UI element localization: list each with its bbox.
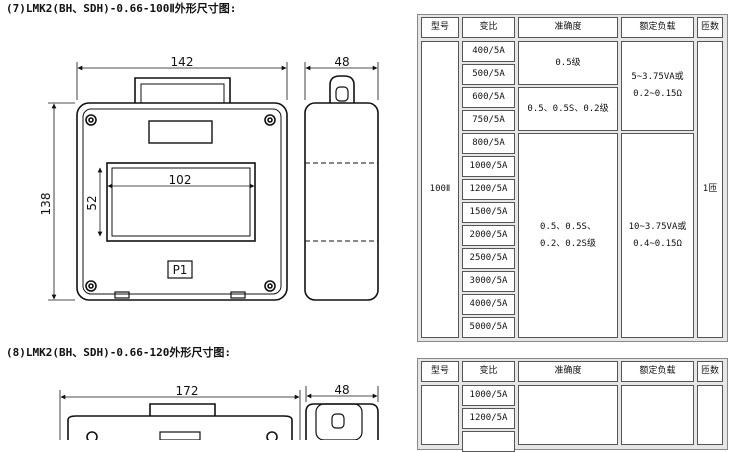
header-turns: 匝数 <box>697 17 723 38</box>
ratio-cell: 3000/5A <box>462 271 515 292</box>
load-cell: 5~3.75VA或 0.2~0.15Ω <box>621 41 694 131</box>
ratio-cell: 600/5A <box>462 87 515 108</box>
dim-width-label: 142 <box>171 55 194 69</box>
turns-cell <box>697 385 723 445</box>
header-load: 额定负载 <box>621 17 694 38</box>
model-cell <box>421 385 459 445</box>
model-cell: 100Ⅱ <box>421 41 459 338</box>
side-view-120 <box>305 403 379 440</box>
header-ratio: 变比 <box>462 17 515 38</box>
dim-width-label-8: 172 <box>176 384 199 398</box>
dim-side-label-8: 48 <box>334 383 349 397</box>
turns-cell: 1匝 <box>697 41 723 338</box>
section-8-heading: (8)LMK2(BH、SDH)-0.66-120外形尺寸图: <box>6 346 231 359</box>
ratio-cell: 800/5A <box>462 133 515 154</box>
header-model: 型号 <box>421 361 459 382</box>
ratio-cell: 1000/5A <box>462 385 515 406</box>
dim-window-height-label: 52 <box>85 195 99 210</box>
ratio-cell: 1000/5A <box>462 156 515 177</box>
accuracy-cell: 0.5、0.5S、0.2级 <box>518 87 618 131</box>
ratio-cell <box>462 431 515 452</box>
ratio-cell: 1200/5A <box>462 179 515 200</box>
header-accuracy: 准确度 <box>518 361 618 382</box>
load-cell <box>621 385 694 445</box>
ratio-cell: 4000/5A <box>462 294 515 315</box>
terminal-p1-label: P1 <box>173 263 188 277</box>
ratio-cell: 750/5A <box>462 110 515 131</box>
ratio-cell: 500/5A <box>462 64 515 85</box>
header-turns: 匝数 <box>697 361 723 382</box>
accuracy-cell: 0.5、0.5S、 0.2、0.2S级 <box>518 133 618 338</box>
header-model: 型号 <box>421 17 459 38</box>
ratio-cell: 1200/5A <box>462 408 515 429</box>
spec-table-120: 型号 变比 准确度 额定负载 匝数 1000/5A 1200/5A <box>417 358 728 452</box>
dim-side-label: 48 <box>334 55 349 69</box>
header-load: 额定负载 <box>621 361 694 382</box>
dim-window-width-label: 102 <box>169 173 192 187</box>
load-cell: 10~3.75VA或 0.4~0.15Ω <box>621 133 694 338</box>
header-ratio: 变比 <box>462 361 515 382</box>
dim-height-label: 138 <box>39 193 53 216</box>
ratio-cell: 1500/5A <box>462 202 515 223</box>
header-accuracy: 准确度 <box>518 17 618 38</box>
section-7-heading: (7)LMK2(BH、SDH)-0.66-100Ⅱ外形尺寸图: <box>6 2 237 15</box>
spec-table-100: 型号 变比 准确度 额定负载 匝数 100Ⅱ 400/5A 500/5A 600… <box>417 14 728 342</box>
accuracy-cell <box>518 385 618 445</box>
outline-drawings: P1 142 138 102 52 48 172 <box>39 55 379 440</box>
side-view-100 <box>304 75 379 301</box>
accuracy-cell: 0.5级 <box>518 41 618 85</box>
front-view-100 <box>76 77 288 301</box>
front-view-120 <box>59 390 301 440</box>
ratio-cell: 400/5A <box>462 41 515 62</box>
ratio-cell: 2000/5A <box>462 225 515 246</box>
ratio-cell: 5000/5A <box>462 317 515 338</box>
ratio-cell: 2500/5A <box>462 248 515 269</box>
